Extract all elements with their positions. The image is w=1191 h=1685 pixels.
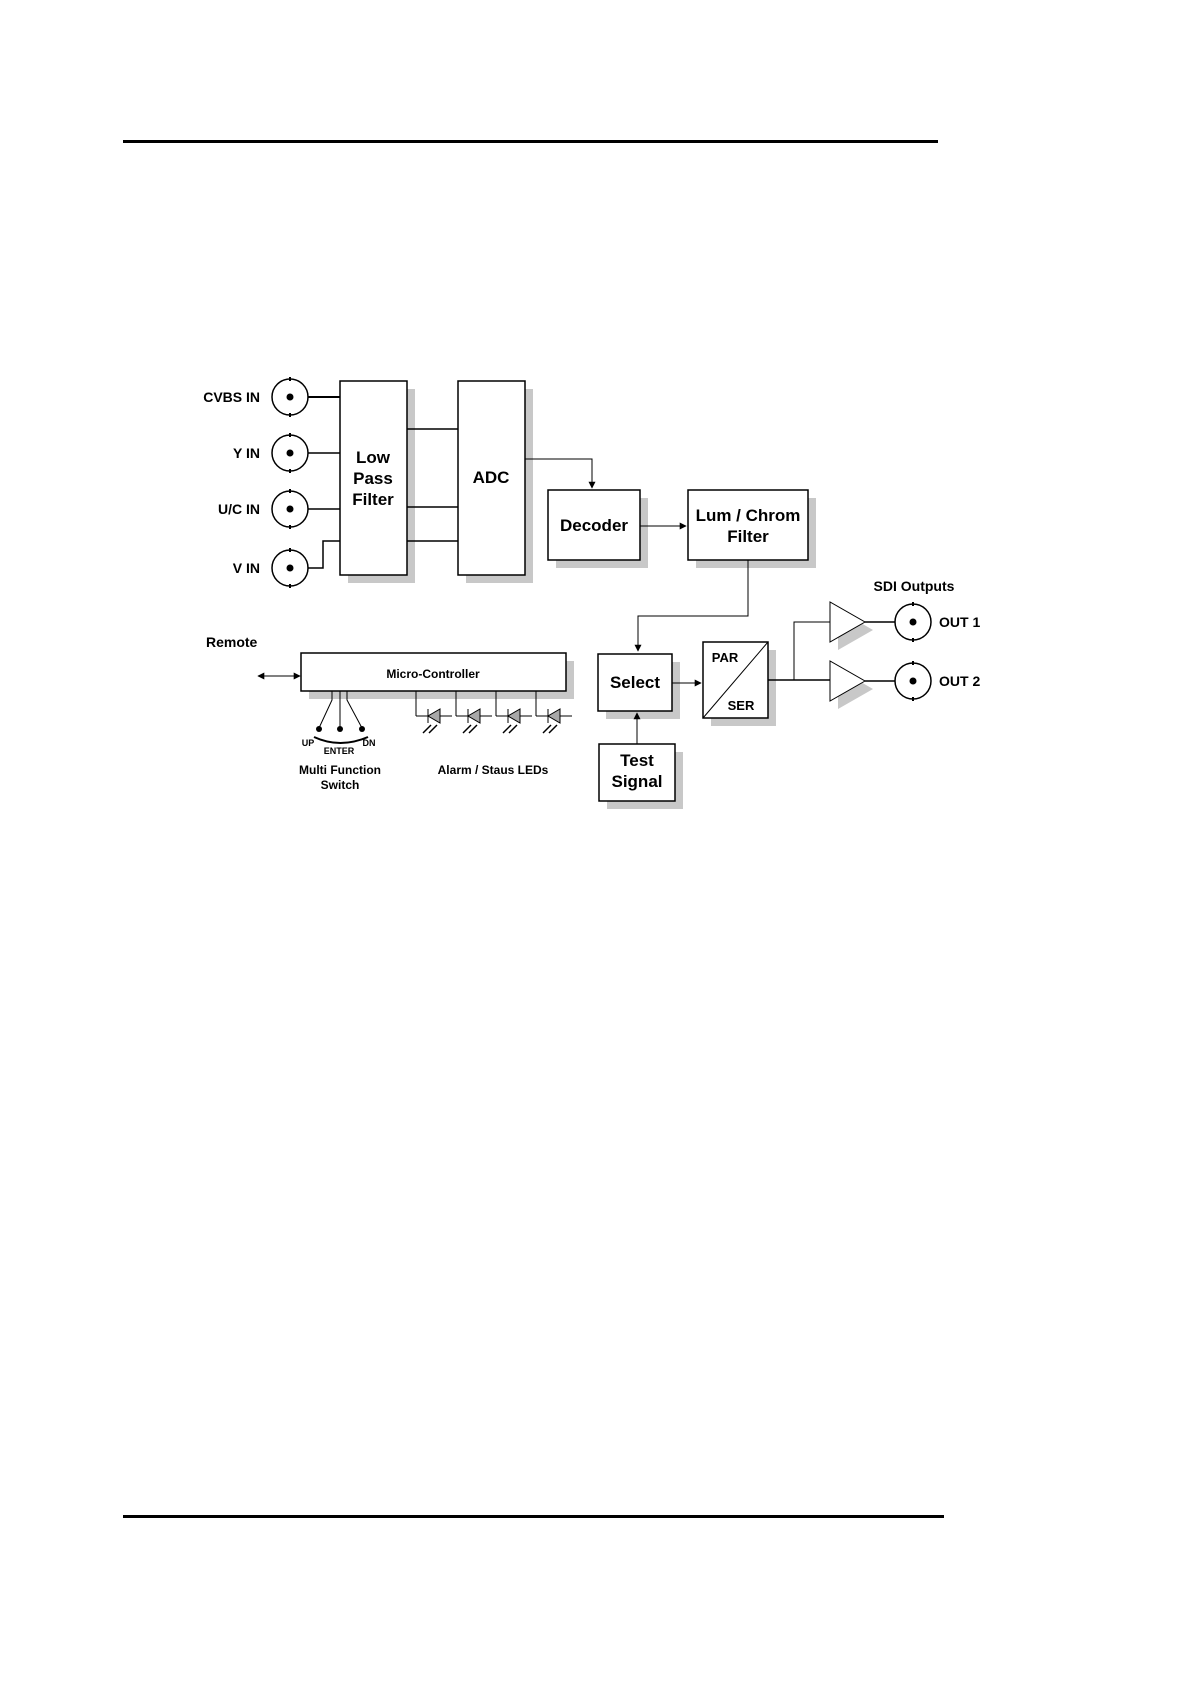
test-signal-label-2: Signal	[611, 772, 662, 791]
par-ser-block: PAR SER	[703, 642, 776, 726]
lum-chrom-filter-block: Lum / Chrom Filter	[688, 490, 816, 568]
select-label: Select	[610, 673, 660, 692]
leds-caption: Alarm / Staus LEDs	[438, 763, 549, 777]
output-connector-1	[895, 602, 931, 642]
lpf-label-1: Low	[356, 448, 391, 467]
test-signal-block: Test Signal	[599, 744, 683, 809]
lum-chrom-label-2: Filter	[727, 527, 769, 546]
decoder-label: Decoder	[560, 516, 628, 535]
switch-caption-1: Multi Function	[299, 763, 381, 777]
micro-controller-label: Micro-Controller	[386, 667, 480, 681]
switch-dn-label: DN	[363, 738, 376, 748]
lpf-label-3: Filter	[352, 490, 394, 509]
input-connector-cvbs	[272, 377, 308, 417]
ser-label: SER	[728, 698, 755, 713]
sdi-outputs-title: SDI Outputs	[874, 578, 955, 594]
remote-label: Remote	[206, 634, 258, 650]
input-connector-v	[272, 548, 308, 588]
low-pass-filter-block: Low Pass Filter	[340, 381, 415, 583]
lpf-label-2: Pass	[353, 469, 393, 488]
input-label-uc: U/C IN	[218, 501, 260, 517]
select-block: Select	[598, 654, 680, 719]
adc-block: ADC	[458, 381, 533, 583]
output-label-2: OUT 2	[939, 673, 980, 689]
input-label-y: Y IN	[233, 445, 260, 461]
output-buffer-2	[830, 661, 873, 709]
output-buffer-1	[830, 602, 873, 650]
lum-chrom-label-1: Lum / Chrom	[696, 506, 801, 525]
input-connector-y	[272, 433, 308, 473]
input-connector-uc	[272, 489, 308, 529]
test-signal-label-1: Test	[620, 751, 654, 770]
output-label-1: OUT 1	[939, 614, 980, 630]
input-label-v: V IN	[233, 560, 260, 576]
adc-label: ADC	[473, 468, 510, 487]
switch-caption-2: Switch	[321, 778, 360, 792]
decoder-block: Decoder	[548, 490, 648, 568]
switch-up-label: UP	[302, 738, 315, 748]
par-label: PAR	[712, 650, 739, 665]
micro-controller-block: Micro-Controller	[301, 653, 574, 699]
switch-enter-label: ENTER	[324, 746, 355, 756]
input-label-cvbs: CVBS IN	[203, 389, 260, 405]
output-connector-2	[895, 661, 931, 701]
